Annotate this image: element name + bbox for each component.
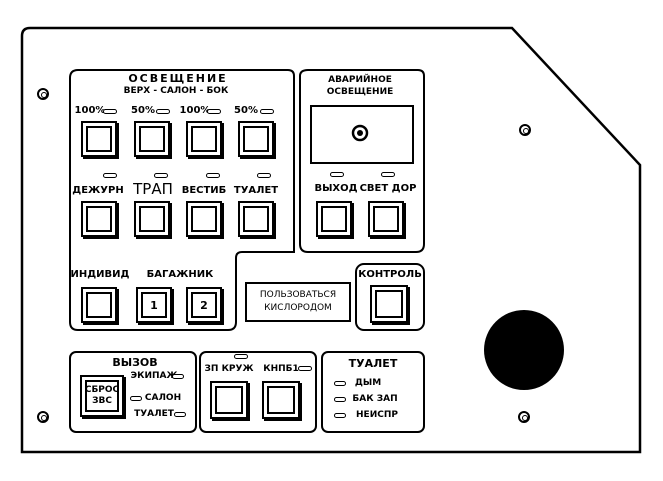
emergency-title-2: ОСВЕЩЕНИЕ	[326, 87, 394, 97]
speaker-grille	[484, 310, 564, 390]
reset-line-1: СБРОС	[84, 385, 120, 396]
call-salon-label: САЛОН	[144, 393, 182, 403]
light-50-salon-button[interactable]	[238, 121, 274, 157]
toilet-title: ТУАЛЕТ	[348, 357, 398, 370]
call-toilet-indicator	[174, 412, 186, 417]
call-toilet-label: ТУАЛЕТ	[134, 409, 174, 419]
screw-bottom-right	[518, 411, 530, 423]
pct-label-3: 100%	[179, 105, 211, 116]
call-frame	[69, 351, 197, 433]
baggage-2-button[interactable]: 2	[186, 287, 222, 323]
row2-indicator-1	[103, 173, 117, 178]
duty-label: ДЕЖУРН	[72, 185, 124, 196]
lighting-frame	[69, 69, 295, 331]
reset-call-button[interactable]: СБРОС ЗВС	[80, 375, 124, 417]
light-50-top-button[interactable]	[134, 121, 170, 157]
baggage-1-button[interactable]: 1	[136, 287, 172, 323]
knpb-label: КНПБ1	[263, 364, 299, 374]
row2-indicator-2	[154, 173, 168, 178]
tank-indicator	[334, 397, 346, 402]
middle-frame	[199, 351, 317, 433]
duty-light-button[interactable]	[81, 201, 117, 237]
oxygen-sign	[245, 282, 351, 322]
ramp-light-button[interactable]	[134, 201, 170, 237]
row2-indicator-4	[257, 173, 271, 178]
pct-indicator-2	[156, 109, 170, 114]
toilet-light-label: ТУАЛЕТ	[233, 185, 279, 196]
pct-indicator-3	[207, 109, 221, 114]
corridor-label: СВЕТ ДОР	[359, 183, 417, 194]
smoke-indicator	[334, 381, 346, 386]
corridor-indicator	[381, 172, 395, 177]
individual-label: ИНДИВИД	[70, 269, 130, 280]
baggage-2-label: 2	[191, 292, 217, 318]
emergency-title-1: АВАРИЙНОЕ	[328, 75, 392, 85]
pct-label-4: 50%	[234, 105, 258, 116]
toilet-frame	[321, 351, 425, 433]
pct-indicator-1	[103, 109, 117, 114]
call-title: ВЫЗОВ	[112, 356, 158, 369]
fault-label: НЕИСПР	[356, 410, 398, 420]
call-crew-indicator	[172, 374, 184, 379]
knpb-button[interactable]	[262, 381, 300, 419]
vestibule-light-button[interactable]	[186, 201, 222, 237]
zp-kruzh-button[interactable]	[210, 381, 248, 419]
exit-indicator	[330, 172, 344, 177]
tank-label: БАК ЗАП	[352, 394, 398, 404]
emergency-frame	[299, 69, 425, 253]
pct-label-1: 100%	[74, 105, 106, 116]
screw-top-right	[519, 124, 531, 136]
light-100-top-button[interactable]	[81, 121, 117, 157]
exit-button[interactable]	[316, 201, 352, 237]
screw-bottom-left	[37, 411, 49, 423]
zp-kruzh-label: ЗП КРУЖ	[204, 364, 254, 374]
pct-label-2: 50%	[131, 105, 155, 116]
control-button[interactable]	[370, 285, 408, 323]
row2-indicator-3	[206, 173, 220, 178]
toilet-light-button[interactable]	[238, 201, 274, 237]
vestibule-label: ВЕСТИБ	[181, 185, 227, 196]
light-100-salon-button[interactable]	[186, 121, 222, 157]
individual-light-button[interactable]	[81, 287, 117, 323]
knpb-indicator	[298, 366, 312, 371]
screw-top-left	[37, 88, 49, 100]
fault-indicator	[334, 413, 346, 418]
baggage-label: БАГАЖНИК	[146, 269, 214, 280]
control-frame	[355, 263, 425, 331]
call-crew-label: ЭКИПАЖ	[130, 371, 178, 381]
oxygen-line-1: ПОЛЬЗОВАТЬСЯ	[259, 290, 337, 300]
oxygen-line-2: КИСЛОРОДОМ	[264, 303, 332, 313]
zp-kruzh-indicator	[234, 354, 248, 359]
call-salon-indicator	[130, 396, 142, 401]
pct-indicator-4	[260, 109, 274, 114]
exit-label: ВЫХОД	[314, 183, 358, 194]
lighting-title: ОСВЕЩЕНИЕ	[128, 72, 228, 85]
control-label: КОНТРОЛЬ	[358, 269, 422, 280]
corridor-button[interactable]	[368, 201, 404, 237]
reset-line-2: ЗВС	[92, 396, 112, 406]
ramp-label: ТРАП	[133, 180, 173, 198]
baggage-1-label: 1	[141, 292, 167, 318]
lighting-subtitle: ВЕРХ - САЛОН - БОК	[123, 86, 229, 96]
smoke-label: ДЫМ	[354, 378, 382, 388]
